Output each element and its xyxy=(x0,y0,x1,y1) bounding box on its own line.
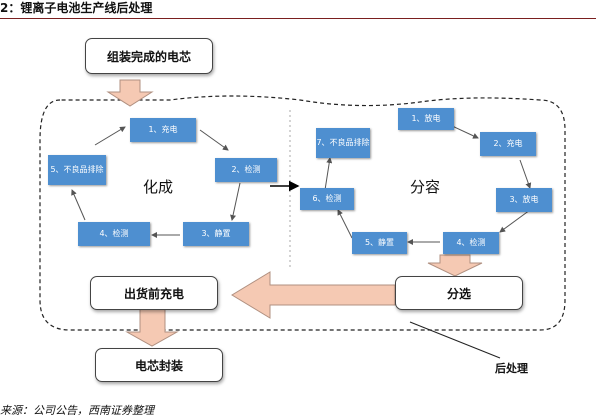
grading-step-charge: 2、充电 xyxy=(480,132,536,156)
sorting-box: 分选 xyxy=(395,276,523,310)
grading-step-reject: 7、不良品排除 xyxy=(316,128,370,158)
cycle-arrow xyxy=(230,182,241,221)
cycle-arrow xyxy=(71,189,86,221)
formation-step-reject: 5、不良品排除 xyxy=(48,155,106,185)
formation-step-test-2: 4、检测 xyxy=(78,222,150,246)
down-arrow-bottom xyxy=(125,307,179,347)
figure-title: 2：锂离子电池生产线后处理 xyxy=(0,1,153,15)
pre-ship-charge-label: 出货前充电 xyxy=(123,286,184,301)
cycle-arrow xyxy=(94,126,126,146)
grading-label: 分容 xyxy=(410,178,441,196)
cycle-arrow xyxy=(519,159,532,189)
formation-step-charge: 1、充电 xyxy=(130,118,196,142)
grading-step-discharge-1: 1、放电 xyxy=(398,108,454,130)
title-rule xyxy=(0,18,596,19)
cell-packaging-box: 电芯封装 xyxy=(95,348,223,382)
grading-step-discharge-2: 3、放电 xyxy=(496,188,552,212)
grading-step-test-2: 6、检测 xyxy=(300,188,354,210)
grading-step-test-1: 4、检测 xyxy=(443,232,499,254)
cell-packaging-label: 电芯封装 xyxy=(134,358,183,373)
leader-line xyxy=(409,321,501,359)
assembled-cell-box: 组装完成的电芯 xyxy=(85,38,213,74)
grading-step-rest: 5、静置 xyxy=(352,232,407,254)
cycle-arrow xyxy=(337,209,353,239)
left-arrow-big xyxy=(231,271,396,319)
down-arrow-sorting xyxy=(427,254,483,277)
sorting-label: 分选 xyxy=(446,286,471,301)
cycle-arrow xyxy=(449,124,479,139)
cycle-arrow xyxy=(199,129,229,151)
cycle-arrow xyxy=(499,209,531,233)
formation-step-test-1: 2、检测 xyxy=(215,158,277,182)
formation-step-rest: 3、静置 xyxy=(183,222,249,246)
cycle-arrow xyxy=(324,157,333,191)
formation-label: 化成 xyxy=(143,178,174,196)
pre-ship-charge-box: 出货前充电 xyxy=(90,276,218,310)
source-note: 来源：公司公告，西南证券整理 xyxy=(0,404,154,417)
post-processing-frame xyxy=(39,95,566,331)
post-processing-label: 后处理 xyxy=(495,362,528,375)
down-arrow-top xyxy=(106,79,154,107)
assembled-cell-label: 组装完成的电芯 xyxy=(106,49,191,64)
